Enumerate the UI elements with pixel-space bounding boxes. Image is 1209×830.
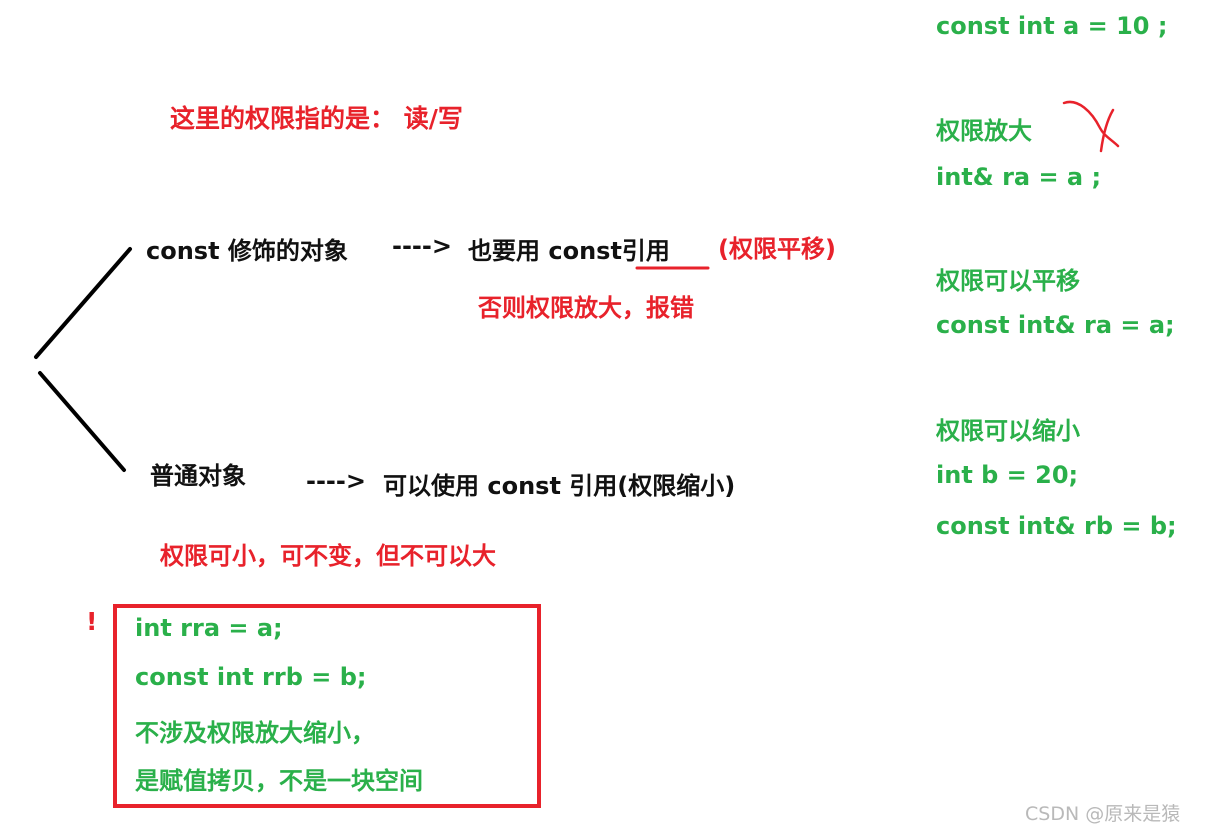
box-line-1: int rra = a;	[135, 614, 283, 642]
const-object-label: const 修饰的对象	[146, 237, 348, 265]
box-line-2: const int rrb = b;	[135, 663, 367, 691]
const-rule-underlined: 引用	[621, 237, 670, 265]
watermark: CSDN @原来是猿	[1025, 803, 1181, 825]
normal-arrow: ---->	[306, 467, 366, 495]
enlarge-heading: 权限放大	[936, 117, 1032, 145]
summary-note: 权限可小，可不变，但不可以大	[160, 542, 496, 570]
box-line-3: 不涉及权限放大缩小，	[135, 719, 375, 747]
normal-object-label: 普通对象	[150, 462, 246, 490]
decl-line: const int a = 10 ;	[936, 12, 1168, 40]
cross-mark-icon	[1062, 100, 1120, 148]
translate-heading: 权限可以平移	[936, 267, 1080, 295]
const-rule-prefix: 也要用 const	[468, 237, 622, 265]
bracket-lower-stroke	[38, 371, 126, 472]
shrink-heading: 权限可以缩小	[936, 417, 1080, 445]
copy-example-box	[113, 604, 541, 808]
bracket-upper-stroke	[34, 247, 132, 359]
cross-mark-stroke-2	[1099, 108, 1115, 153]
enlarge-code: int& ra = a ;	[936, 163, 1102, 191]
translate-tag: (权限平移)	[718, 235, 836, 263]
enlarge-error-note: 否则权限放大，报错	[478, 294, 694, 322]
shrink-code-2: const int& rb = b;	[936, 512, 1177, 540]
shrink-code-1: int b = 20;	[936, 461, 1079, 489]
const-arrow: ---->	[392, 232, 452, 260]
translate-code: const int& ra = a;	[936, 311, 1175, 339]
permission-note: 这里的权限指的是： 读/写	[170, 104, 463, 133]
exclamation-mark: !	[86, 607, 98, 636]
const-rule-text: 也要用 const引用	[468, 231, 670, 266]
box-line-4: 是赋值拷贝，不是一块空间	[135, 767, 423, 795]
normal-rule-text: 可以使用 const 引用(权限缩小)	[383, 472, 736, 500]
